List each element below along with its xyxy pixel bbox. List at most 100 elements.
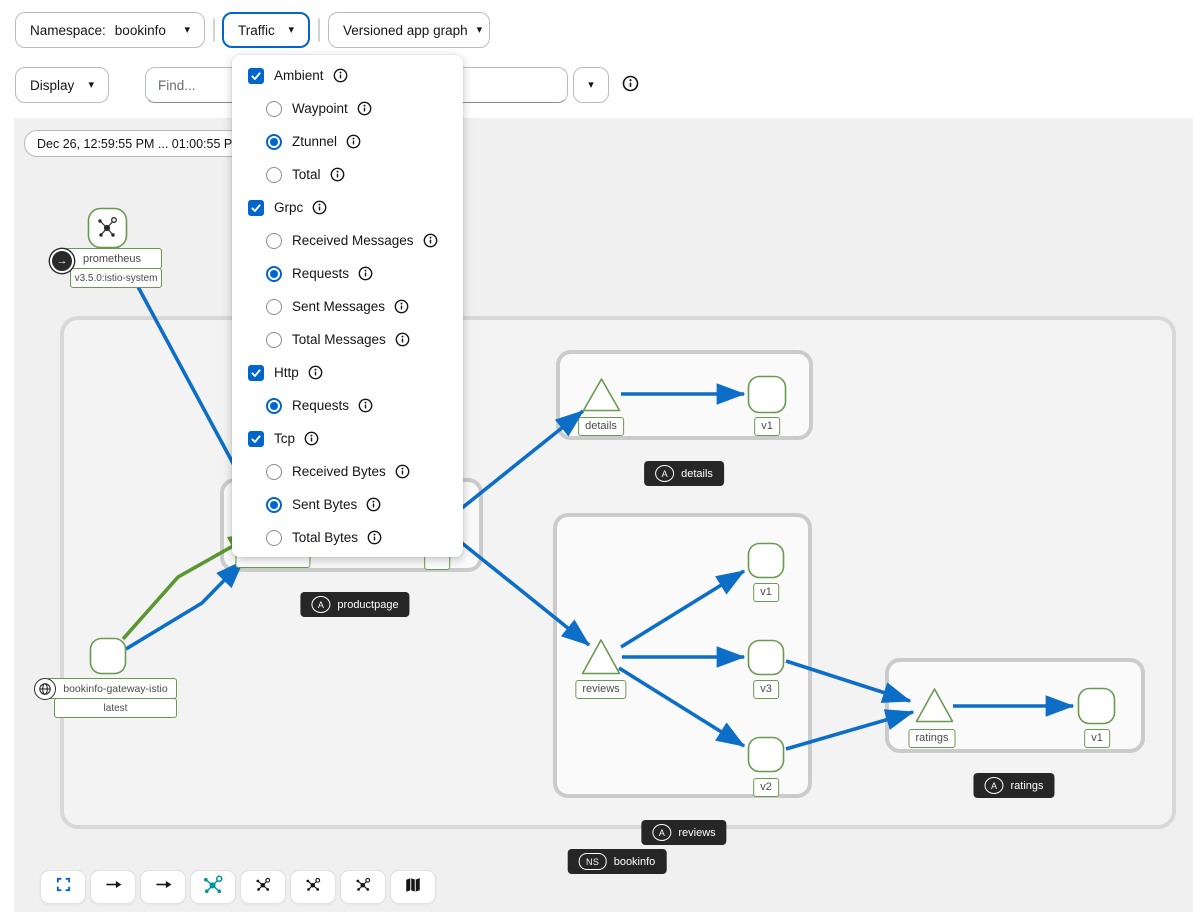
edge-arrow-button-2[interactable]	[140, 870, 186, 904]
info-icon[interactable]	[394, 299, 409, 314]
badge-reviews[interactable]: A reviews	[641, 820, 727, 845]
info-icon[interactable]	[330, 167, 345, 182]
checkbox-checked-icon[interactable]	[248, 364, 264, 381]
info-icon[interactable]	[395, 332, 410, 347]
info-icon[interactable]	[312, 200, 327, 215]
app-badge-icon: A	[984, 777, 1004, 794]
edge-arrow-button-1[interactable]	[90, 870, 136, 904]
traffic-option-total-messages[interactable]: Total Messages	[232, 323, 463, 356]
layout-button-2[interactable]	[240, 870, 286, 904]
radio-unchecked-icon[interactable]	[266, 166, 282, 183]
traffic-option-label: Requests	[292, 266, 350, 281]
radio-unchecked-icon[interactable]	[266, 100, 282, 117]
zoom-to-fit-button[interactable]	[40, 870, 86, 904]
traffic-option-tcp[interactable]: Tcp	[232, 422, 463, 455]
traffic-option-label: Grpc	[274, 200, 304, 215]
legend-button[interactable]	[390, 870, 436, 904]
traffic-option-ztunnel[interactable]: Ztunnel	[232, 125, 463, 158]
badge-ratings[interactable]: A ratings	[973, 773, 1055, 798]
traffic-dropdown-button[interactable]: Traffic ▾	[222, 12, 310, 48]
expand-icon	[55, 876, 72, 898]
info-icon[interactable]	[333, 68, 348, 83]
traffic-option-received-bytes[interactable]: Received Bytes	[232, 455, 463, 488]
gateway-node-card[interactable]: bookinfo-gateway-istio latest	[34, 678, 177, 718]
info-icon[interactable]	[357, 101, 372, 116]
app-box-reviews[interactable]	[553, 513, 812, 798]
gateway-title: bookinfo-gateway-istio	[46, 678, 177, 699]
traffic-option-label: Requests	[292, 398, 350, 413]
radio-unchecked-icon[interactable]	[266, 529, 282, 546]
node-label-details[interactable]: details	[578, 417, 624, 436]
traffic-option-label: Total Bytes	[292, 530, 359, 545]
traffic-option-requests[interactable]: Requests	[232, 389, 463, 422]
layout-button-selected[interactable]	[190, 870, 236, 904]
info-icon[interactable]	[308, 365, 323, 380]
info-icon[interactable]	[304, 431, 319, 446]
app-badge-icon: A	[311, 596, 331, 613]
radio-unchecked-icon[interactable]	[266, 232, 282, 249]
radio-checked-icon[interactable]	[266, 133, 282, 150]
info-icon[interactable]	[367, 530, 382, 545]
radio-checked-icon[interactable]	[266, 265, 282, 282]
display-dropdown-button[interactable]: Display ▾	[15, 67, 109, 103]
info-icon[interactable]	[346, 134, 361, 149]
checkbox-checked-icon[interactable]	[248, 67, 264, 84]
gateway-globe-icon	[34, 678, 56, 700]
radio-checked-icon[interactable]	[266, 496, 282, 513]
badge-details[interactable]: A details	[644, 461, 724, 486]
traffic-option-total-bytes[interactable]: Total Bytes	[232, 521, 463, 554]
traffic-option-label: Sent Messages	[292, 299, 386, 314]
traffic-option-grpc[interactable]: Grpc	[232, 191, 463, 224]
info-icon[interactable]	[366, 497, 381, 512]
layout-button-4[interactable]	[340, 870, 386, 904]
graph-type-dropdown-button[interactable]: Versioned app graph ▾	[328, 12, 490, 48]
node-label-details-v1[interactable]: v1	[754, 417, 780, 436]
radio-unchecked-icon[interactable]	[266, 298, 282, 315]
toolbar-separator	[318, 18, 320, 42]
badge-productpage[interactable]: A productpage	[300, 592, 410, 617]
traffic-option-sent-bytes[interactable]: Sent Bytes	[232, 488, 463, 521]
traffic-option-total[interactable]: Total	[232, 158, 463, 191]
traffic-option-requests[interactable]: Requests	[232, 257, 463, 290]
node-label-reviews-v1[interactable]: v1	[753, 583, 779, 602]
badge-namespace-bookinfo[interactable]: NS bookinfo	[567, 849, 667, 874]
checkbox-checked-icon[interactable]	[248, 430, 264, 447]
badge-label: ratings	[1010, 779, 1044, 792]
info-icon[interactable]	[423, 233, 438, 248]
info-icon[interactable]	[358, 398, 373, 413]
layout-button-3[interactable]	[290, 870, 336, 904]
traffic-option-sent-messages[interactable]: Sent Messages	[232, 290, 463, 323]
find-options-dropdown-button[interactable]: ▾	[573, 67, 609, 103]
node-label-reviews-v3[interactable]: v3	[753, 680, 779, 699]
info-icon[interactable]	[395, 464, 410, 479]
traffic-option-http[interactable]: Http	[232, 356, 463, 389]
app-badge-icon: A	[655, 465, 675, 482]
node-label-reviews[interactable]: reviews	[575, 680, 627, 699]
graph-layout-icon	[202, 873, 225, 901]
node-label-reviews-v2[interactable]: v2	[753, 778, 779, 797]
info-icon[interactable]	[622, 75, 639, 97]
info-icon[interactable]	[358, 266, 373, 281]
traffic-option-label: Received Bytes	[292, 464, 386, 479]
traffic-option-label: Tcp	[274, 431, 296, 446]
traffic-option-waypoint[interactable]: Waypoint	[232, 92, 463, 125]
badge-label: bookinfo	[613, 855, 656, 868]
radio-checked-icon[interactable]	[266, 397, 282, 414]
checkbox-checked-icon[interactable]	[248, 199, 264, 216]
prometheus-node-card[interactable]: prometheus v3.5.0:istio-system →	[50, 248, 162, 288]
caret-down-icon: ▾	[288, 23, 294, 36]
traffic-option-label: Ambient	[274, 68, 324, 83]
namespace-dropdown-button[interactable]: Namespace: bookinfo ▾	[15, 12, 205, 48]
display-label: Display	[30, 77, 75, 93]
traffic-option-label: Total Messages	[292, 332, 386, 347]
traffic-option-received-messages[interactable]: Received Messages	[232, 224, 463, 257]
node-label-ratings[interactable]: ratings	[908, 729, 956, 748]
node-label-ratings-v1[interactable]: v1	[1084, 729, 1110, 748]
graph-layout-icon	[305, 876, 322, 898]
radio-unchecked-icon[interactable]	[266, 463, 282, 480]
toolbar-separator	[213, 18, 215, 42]
traffic-option-ambient[interactable]: Ambient	[232, 59, 463, 92]
radio-unchecked-icon[interactable]	[266, 331, 282, 348]
graph-layout-icon	[355, 876, 372, 898]
